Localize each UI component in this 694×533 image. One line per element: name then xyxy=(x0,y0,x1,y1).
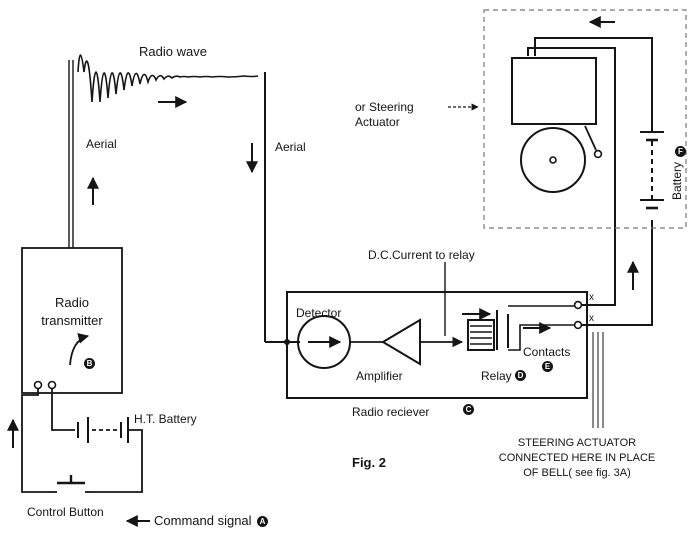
bell-gong xyxy=(520,127,586,193)
bell-hammer-arm xyxy=(584,125,597,151)
battery-circuit-wire-top xyxy=(527,47,616,306)
connection-x-bottom: x xyxy=(589,313,594,324)
radio-wave-label: Radio wave xyxy=(139,44,207,59)
badge-transmitter: B xyxy=(84,358,95,369)
dc-current-label: D.C.Current to relay xyxy=(368,248,475,262)
aerial-right-label: Aerial xyxy=(275,140,306,154)
aerial-left-label: Aerial xyxy=(86,137,117,151)
relay-coil xyxy=(467,319,495,351)
battery-circuit-wire-bottom xyxy=(581,220,653,326)
battery-circuit-wire-top-right xyxy=(534,37,653,132)
radio-receiver-label: Radio reciever xyxy=(352,405,430,419)
transmitter-outer-wire xyxy=(21,389,50,493)
connection-x-top: x xyxy=(589,292,594,303)
ht-battery-label: H.T. Battery xyxy=(134,412,197,426)
bell-hammer xyxy=(593,149,603,159)
contact-terminal-bottom xyxy=(573,320,583,330)
transmitter-terminal-left xyxy=(33,380,43,390)
contacts-label: Contacts xyxy=(523,345,571,359)
ht-battery-return-wire xyxy=(92,429,143,493)
contact-terminal-top xyxy=(573,300,583,310)
transmitter-curved-arrow xyxy=(69,333,90,366)
transmitter-terminal-right xyxy=(47,380,57,390)
relay-winding xyxy=(470,325,492,345)
badge-relay: D xyxy=(515,370,526,381)
badge-contacts: E xyxy=(542,361,553,372)
battery-label: Battery xyxy=(670,161,684,200)
amplifier-label: Amplifier xyxy=(356,369,403,383)
detector-label: Detector xyxy=(296,306,342,320)
transmitter-inner-wire xyxy=(51,389,75,431)
actuator-dashed-box xyxy=(483,9,687,229)
figure-label: Fig. 2 xyxy=(352,455,386,470)
radio-wave xyxy=(77,54,259,103)
relay-label: Relay xyxy=(481,369,512,383)
amplifier-triangle xyxy=(381,318,421,366)
bell-coil-box xyxy=(511,57,597,125)
receiver-box xyxy=(286,291,588,399)
command-signal-label: Command signal xyxy=(154,513,252,528)
radio-transmitter-label: Radio transmitter xyxy=(41,295,103,328)
contact-wire-bottom xyxy=(508,324,575,351)
or-steering-actuator-label: or Steering Actuator xyxy=(355,100,414,129)
steering-actuator-note: STEERING ACTUATOR CONNECTED HERE IN PLAC… xyxy=(498,437,656,479)
control-button-label: Control Button xyxy=(27,505,104,519)
badge-receiver: C xyxy=(463,404,474,415)
transmitter-box xyxy=(21,247,123,394)
badge-command-signal: A xyxy=(257,516,268,527)
badge-battery: F xyxy=(675,146,686,157)
bell-center xyxy=(549,156,557,164)
